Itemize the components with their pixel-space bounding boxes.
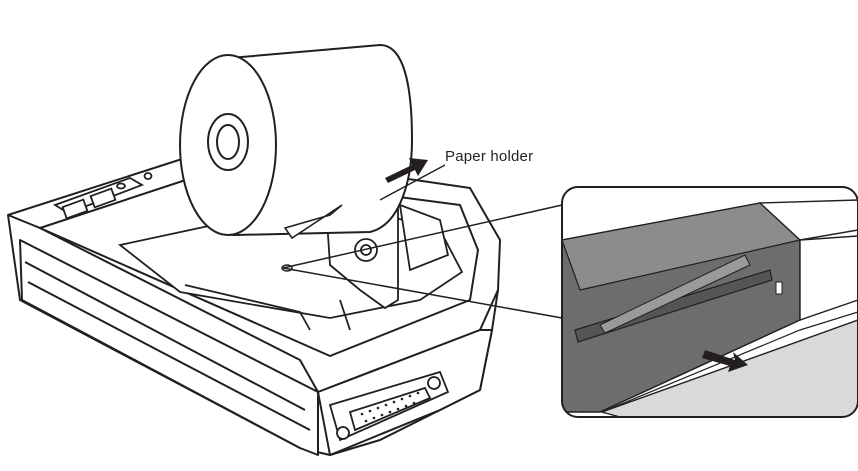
power-led xyxy=(143,172,153,180)
feed-arrow xyxy=(385,158,428,183)
paper-holder-label: Paper holder xyxy=(445,148,534,165)
callout-cone xyxy=(281,204,563,319)
label-leader xyxy=(379,164,446,201)
control-panel xyxy=(52,172,153,220)
indicator-led xyxy=(116,182,126,190)
serial-connector xyxy=(328,370,450,442)
paper-roll xyxy=(179,43,414,240)
button-right xyxy=(89,187,117,209)
insert-arrow xyxy=(702,350,748,372)
button-left xyxy=(61,198,89,220)
detail-inset xyxy=(561,186,858,418)
